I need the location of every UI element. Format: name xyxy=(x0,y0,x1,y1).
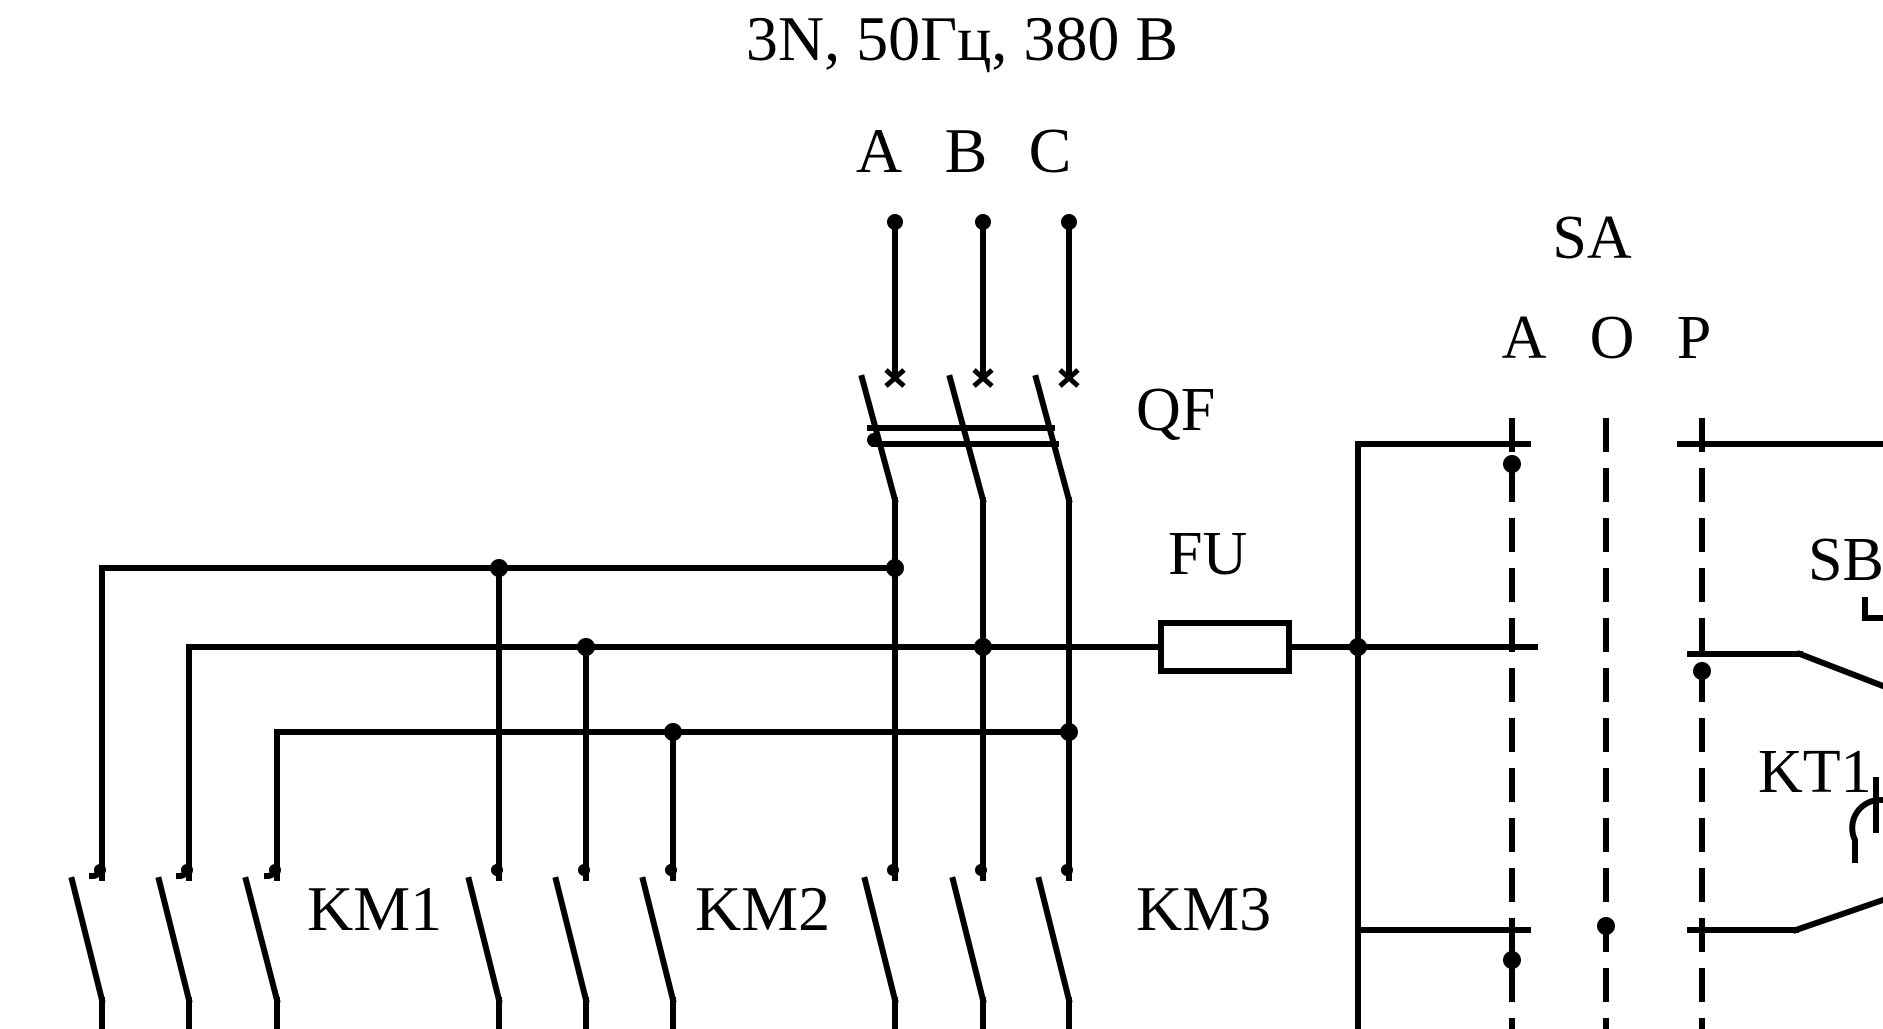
selector-pos-p: P xyxy=(1677,304,1711,372)
phase-b-label: B xyxy=(945,115,988,186)
selector-pos-a: A xyxy=(1502,304,1547,372)
selector-label: SA xyxy=(1552,204,1631,272)
contactor-contacts xyxy=(68,862,1073,1029)
contactor-km1-label: KM1 xyxy=(307,873,442,944)
fuse-label: FU xyxy=(1168,520,1247,588)
timer-kt1-contact-symbol xyxy=(1792,777,1883,934)
phase-c-label: C xyxy=(1029,115,1072,186)
phase-buses xyxy=(99,559,1078,881)
supply-terminals xyxy=(887,214,1077,381)
breaker-qf-symbol xyxy=(858,368,1080,881)
timer-label: KT1 xyxy=(1758,738,1872,806)
fuse-fu-symbol xyxy=(980,441,1538,1029)
breaker-label: QF xyxy=(1136,376,1215,444)
selector-pos-o: O xyxy=(1590,304,1635,372)
contactor-km2-label: KM2 xyxy=(695,873,830,944)
button-label: SB xyxy=(1808,526,1883,594)
phase-a-label: A xyxy=(856,115,902,186)
button-sb-symbol xyxy=(1796,597,1883,690)
selector-sa-symbol xyxy=(1503,418,1883,1029)
supply-label: 3N, 50Гц, 380 В xyxy=(746,3,1178,74)
contactor-km3-label: KM3 xyxy=(1136,873,1271,944)
